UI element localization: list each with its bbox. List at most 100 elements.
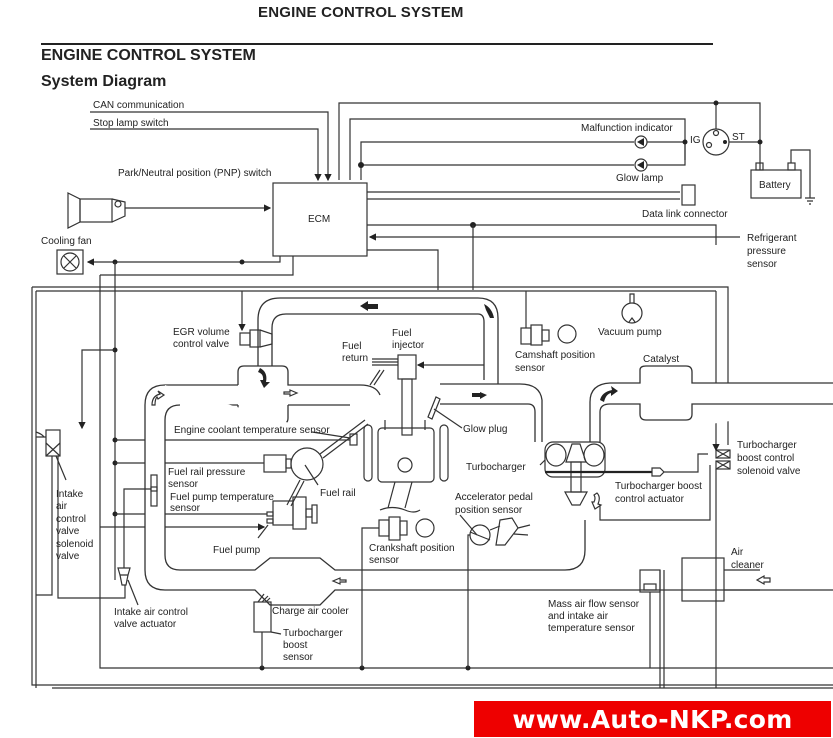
intake-actuator-label: Intake air control valve actuator (114, 607, 188, 630)
air-cleaner (681, 557, 771, 602)
turbocharger (539, 441, 708, 510)
accel-pedal-label: Accelerator pedal position sensor (455, 492, 533, 516)
svg-text:sensor: sensor (168, 479, 199, 490)
can-communication-label: CAN communication (93, 100, 184, 111)
svg-text:boost control: boost control (737, 453, 794, 464)
svg-text:Fuel: Fuel (342, 341, 361, 352)
malfunction-indicator-icon (637, 138, 644, 146)
turbo-boost-sensor-label: Turbocharger boost sensor (283, 628, 343, 663)
cooling-fan (56, 249, 294, 276)
coolant-temp-label: Engine coolant temperature sensor (174, 425, 330, 436)
svg-text:temperature sensor: temperature sensor (548, 623, 635, 634)
svg-text:control: control (56, 514, 86, 525)
svg-text:Fuel: Fuel (392, 328, 411, 339)
stop-lamp-switch-label: Stop lamp switch (93, 118, 169, 129)
header-divider (41, 43, 713, 45)
svg-text:valve actuator: valve actuator (114, 619, 177, 630)
fuel-pump-label: Fuel pump (213, 545, 261, 556)
section-title: ENGINE CONTROL SYSTEM (41, 47, 256, 64)
svg-text:Fuel rail pressure: Fuel rail pressure (168, 467, 246, 478)
catalyst-flow-arrow-icon (600, 386, 618, 402)
turbocharger-label: Turbocharger (466, 462, 526, 473)
svg-text:control valve: control valve (173, 339, 230, 350)
ignition-ig-label: IG (690, 135, 701, 146)
catalyst-label: Catalyst (643, 354, 679, 365)
svg-text:injector: injector (392, 340, 425, 351)
accelerator-pedal-sensor (459, 514, 531, 668)
mass-air-flow-sensor (639, 569, 665, 688)
glow-lamp-icon (637, 161, 644, 169)
svg-text:solenoid valve: solenoid valve (737, 466, 801, 477)
vacuum-pump-label: Vacuum pump (598, 327, 662, 338)
page-header: ENGINE CONTROL SYSTEM (258, 4, 464, 21)
egr-flow-arrow-icon (360, 301, 378, 311)
charge-air-arrow-icon (331, 577, 347, 585)
egr-label: EGR volume control valve (173, 327, 230, 350)
intake-loop-arrow-icon (151, 390, 166, 406)
svg-text:Camshaft position: Camshaft position (515, 350, 595, 361)
battery-label: Battery (759, 180, 791, 191)
ignition-switch (702, 100, 763, 156)
section-subtitle: System Diagram (41, 73, 167, 90)
camshaft-label: Camshaft position sensor (515, 350, 595, 374)
svg-text:pressure: pressure (747, 246, 786, 257)
fuel-rail-label: Fuel rail (320, 488, 356, 499)
turbo-boost-solenoid-valve (599, 444, 731, 688)
svg-text:Turbocharger: Turbocharger (283, 628, 343, 639)
battery: Battery (750, 149, 815, 205)
svg-text:Turbocharger: Turbocharger (737, 440, 797, 451)
charge-air-cooler-label: Charge air cooler (272, 606, 349, 617)
turbo-boost-sensor (253, 593, 282, 668)
svg-text:solenoid: solenoid (56, 539, 93, 550)
glow-plug-icon (427, 396, 441, 420)
svg-text:Fuel pump temperature: Fuel pump temperature (170, 492, 274, 503)
egr-valve (238, 291, 273, 348)
svg-text:Intake: Intake (56, 489, 84, 500)
vacuum-pump (621, 293, 643, 324)
svg-text:sensor: sensor (369, 555, 400, 566)
svg-text:Air: Air (731, 547, 744, 558)
exhaust-arrow-icon (472, 392, 487, 399)
turbo-solenoid-label: Turbocharger boost control solenoid valv… (737, 440, 801, 477)
ignition-st-label: ST (732, 132, 745, 143)
svg-text:valve: valve (56, 551, 80, 562)
svg-text:Crankshaft position: Crankshaft position (369, 543, 455, 554)
coolant-temp-sensor (112, 431, 358, 446)
engine-block (363, 354, 484, 513)
svg-text:and intake air: and intake air (548, 611, 609, 622)
air-intake-arrow-icon (755, 574, 771, 586)
indicator-lamps (634, 135, 688, 172)
egr-pipe (257, 297, 510, 391)
crankshaft-label: Crankshaft position sensor (369, 543, 455, 566)
intake-throttle-valve (123, 474, 158, 568)
fuel-pump (100, 496, 318, 539)
svg-text:return: return (342, 353, 368, 364)
fuel-injector-label: Fuel injector (392, 328, 425, 351)
svg-text:sensor: sensor (283, 652, 314, 663)
cooling-fan-label: Cooling fan (41, 236, 92, 247)
ecm-box: ECM (272, 182, 368, 257)
svg-text:Mass air flow sensor: Mass air flow sensor (548, 599, 640, 610)
watermark-banner[interactable]: www.Auto-NKP.com (474, 701, 831, 737)
svg-text:sensor: sensor (170, 503, 201, 514)
pnp-switch (67, 192, 272, 229)
ecm-label: ECM (308, 214, 330, 225)
intake-solenoid-label: Intake air control valve solenoid valve (56, 489, 93, 562)
svg-text:cleaner: cleaner (731, 560, 764, 571)
svg-text:boost: boost (283, 640, 308, 651)
svg-text:Intake air control: Intake air control (114, 607, 188, 618)
svg-text:EGR volume: EGR volume (173, 327, 230, 338)
watermark-text: www.Auto-NKP.com (512, 704, 793, 734)
glow-lamp-label: Glow lamp (616, 173, 664, 184)
svg-text:sensor: sensor (515, 363, 546, 374)
refrigerant-sensor-label: Refrigerant pressure sensor (747, 233, 797, 270)
svg-text:sensor: sensor (747, 259, 778, 270)
pnp-switch-label: Park/Neutral position (PNP) switch (118, 168, 271, 179)
fuel-rail-pressure-label: Fuel rail pressure sensor (168, 467, 246, 490)
svg-text:Turbocharger boost: Turbocharger boost (615, 481, 702, 492)
air-cleaner-label: Air cleaner (731, 547, 764, 571)
svg-text:air: air (56, 501, 68, 512)
fuel-pump-temp-label: Fuel pump temperature sensor (170, 492, 274, 514)
intake-actuator (117, 567, 139, 606)
